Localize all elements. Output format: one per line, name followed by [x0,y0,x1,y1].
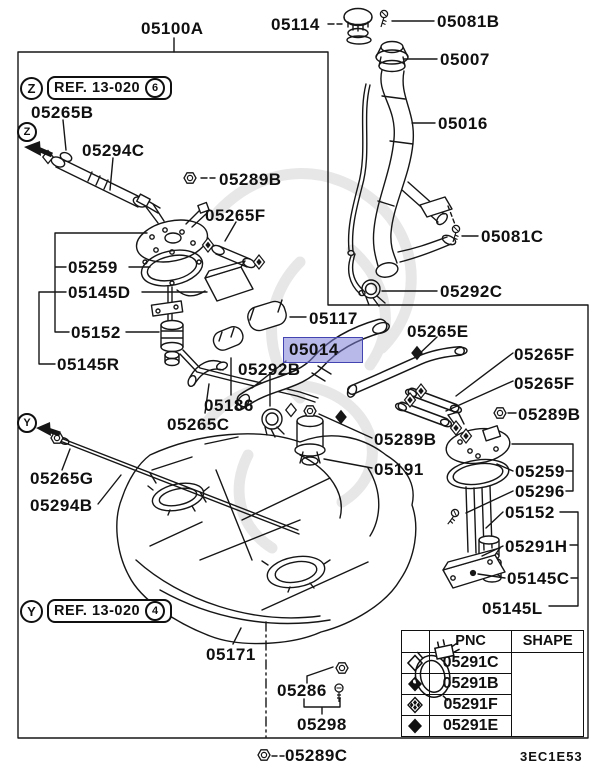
part-label-05294B[interactable]: 05294B [30,496,93,515]
part-label-05145D[interactable]: 05145D [68,283,131,302]
part-label-05265E[interactable]: 05265E [407,322,469,341]
left-sender-drawing [50,151,254,367]
hose-clamp-icon [414,638,460,701]
circled-number-6: 6 [145,78,166,98]
pnc-cell[interactable]: 05291E [428,715,513,737]
part-label-05289C[interactable]: 05289C [285,746,348,765]
part-label-05296[interactable]: 05296 [515,482,565,501]
part-label-05292C[interactable]: 05292C [440,282,503,301]
outer-frame [17,37,589,739]
table-row[interactable]: 05291E [401,715,584,737]
circled-number-4: 4 [145,601,166,621]
part-label-05117[interactable]: 05117 [309,309,358,328]
fastener-icons [50,9,507,761]
diagram-code: 3EC1E53 [520,749,583,764]
part-label-05265C[interactable]: 05265C [167,415,230,434]
part-label-05100A[interactable]: 05100A [141,19,204,38]
ref-callout-z[interactable]: Z REF. 13-020 6 [20,76,173,100]
ref-box-y[interactable]: REF. 13-020 4 [47,599,173,623]
pnc-cell[interactable]: 05291C [428,652,513,674]
view-arrows [24,141,61,437]
part-label-05291H[interactable]: 05291H [505,537,568,556]
table-row[interactable]: 05291C [401,638,584,737]
part-label-05289B-top[interactable]: 05289B [219,170,282,189]
part-label-05171[interactable]: 05171 [206,645,256,664]
part-label-05152-left[interactable]: 05152 [71,323,121,342]
leader-lines [38,20,579,757]
y-view-arrow-icon [36,422,61,437]
ref-text-z: REF. 13-020 [54,79,141,96]
z-view-marker: Z [17,122,37,142]
part-label-05186[interactable]: 05186 [204,396,254,415]
filler-pipe-drawing [343,7,457,307]
y-view-marker: Y [17,413,37,433]
circled-letter-z: Z [20,76,43,100]
part-label-05145C[interactable]: 05145C [507,569,570,588]
part-label-05081B[interactable]: 05081B [437,12,500,31]
part-label-05016[interactable]: 05016 [438,114,488,133]
part-label-05191[interactable]: 05191 [374,460,424,479]
part-label-05145L[interactable]: 05145L [482,599,543,618]
part-label-05286[interactable]: 05286 [277,681,327,700]
part-label-05294C[interactable]: 05294C [82,141,145,160]
circled-letter-z-small: Z [17,122,37,142]
part-label-05145R[interactable]: 05145R [57,355,120,374]
part-label-05081C[interactable]: 05081C [481,227,544,246]
fuel-tank-drawing [57,433,417,645]
bottom-fasteners-drawing [265,621,341,738]
ref-callout-y[interactable]: Y REF. 13-020 4 [20,599,173,623]
part-label-05298[interactable]: 05298 [297,715,347,734]
part-label-05152-right[interactable]: 05152 [505,503,555,522]
circled-letter-y: Y [20,599,43,623]
part-label-05265B[interactable]: 05265B [31,103,94,122]
z-view-arrow-icon [24,141,53,158]
part-label-05265F-right-upper[interactable]: 05265F [514,345,575,364]
part-label-05007[interactable]: 05007 [440,50,490,69]
diamond-filled-icon [401,715,430,737]
part-label-05114[interactable]: 05114 [271,15,320,34]
shape-header-cell: SHAPE [511,630,584,653]
right-pump-drawing [442,411,511,589]
pnc-shape-table: PNC SHAPE 05291C 05291B [401,630,584,737]
part-label-05259-left[interactable]: 05259 [68,258,118,277]
circled-letter-y-small: Y [17,413,37,433]
part-label-05292B[interactable]: 05292B [238,360,301,379]
part-label-05265F-right-lower[interactable]: 05265F [514,374,575,393]
part-label-05289B-right[interactable]: 05289B [518,405,581,424]
part-label-05289B-mid[interactable]: 05289B [374,430,437,449]
part-label-05259-right[interactable]: 05259 [515,462,565,481]
part-label-05265F-top[interactable]: 05265F [205,206,266,225]
ref-text-y: REF. 13-020 [54,602,141,619]
part-label-05014-selected[interactable]: 05014 [289,340,339,359]
clamp-shape-drawing [414,638,584,737]
part-label-05265G[interactable]: 05265G [30,469,94,488]
ref-box-z[interactable]: REF. 13-020 6 [47,76,173,100]
selected-part-highlight[interactable] [283,337,363,363]
